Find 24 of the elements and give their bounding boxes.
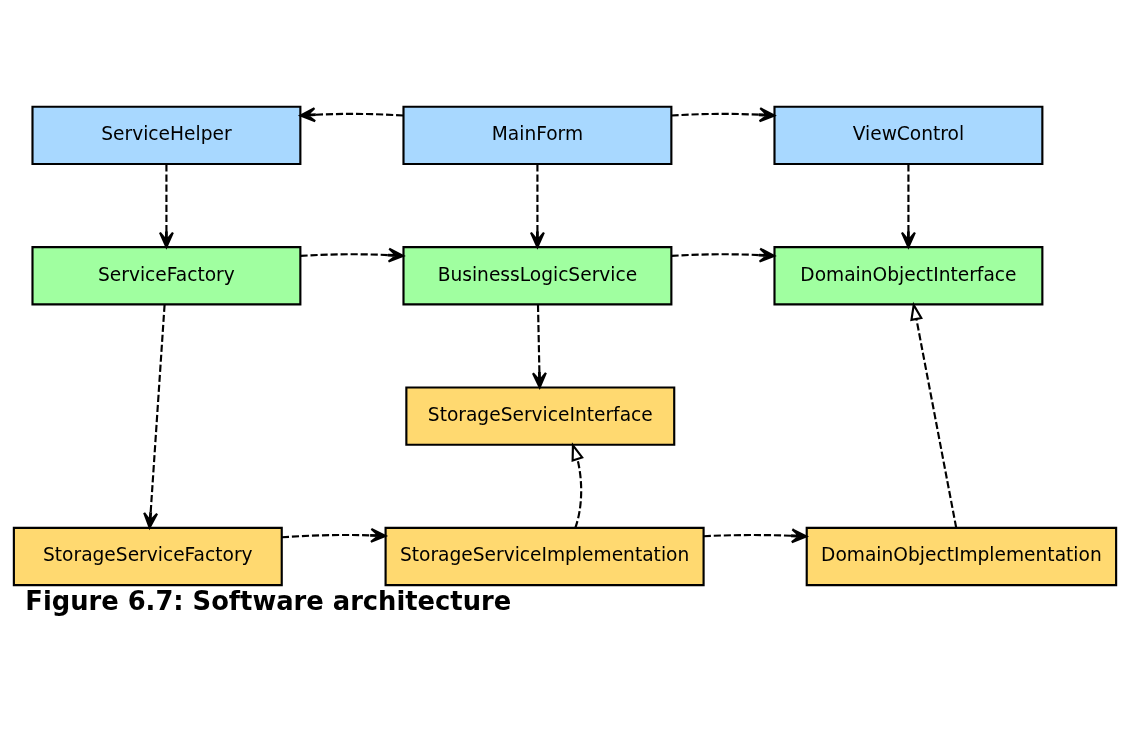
node-box: MainForm <box>402 105 673 165</box>
node-box: StorageServiceInterface <box>405 385 676 446</box>
node-box: BusinessLogicService <box>402 245 673 305</box>
node-box: ServiceFactory <box>31 245 302 305</box>
node-box: StorageServiceImplementation <box>384 526 705 586</box>
arrow <box>703 527 808 543</box>
node-box: DomainObjectInterface <box>773 245 1044 305</box>
caption: Figure 6.7: Software architecture <box>25 585 512 616</box>
arrow <box>529 164 545 248</box>
arrow <box>900 164 916 248</box>
arrow <box>531 304 547 388</box>
arrow <box>143 304 166 529</box>
node-box: StorageServiceFactory <box>12 526 283 586</box>
arrow <box>281 527 387 543</box>
arrow <box>671 106 776 122</box>
node-box: DomainObjectImplementation <box>805 526 1118 586</box>
arrow <box>300 247 405 263</box>
arrow <box>299 106 404 122</box>
arrow <box>571 441 584 528</box>
arrow <box>910 301 958 528</box>
arrow <box>671 247 776 263</box>
node-box: ViewControl <box>773 105 1044 165</box>
node-box: ServiceHelper <box>31 105 302 165</box>
arrow <box>158 164 174 248</box>
